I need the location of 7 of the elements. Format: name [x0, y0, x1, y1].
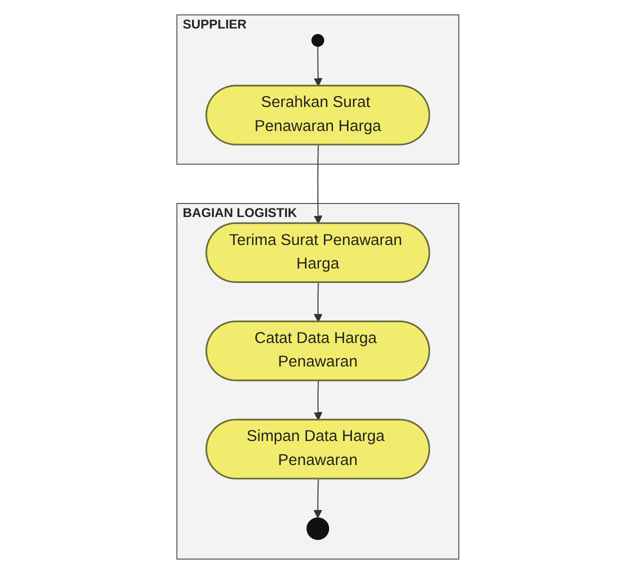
arrow — [314, 478, 322, 518]
arrow — [314, 282, 323, 322]
node-circle — [312, 34, 324, 47]
arrow — [314, 144, 323, 224]
arrow — [314, 46, 323, 86]
node-circle — [306, 517, 330, 540]
arrow — [314, 380, 323, 420]
